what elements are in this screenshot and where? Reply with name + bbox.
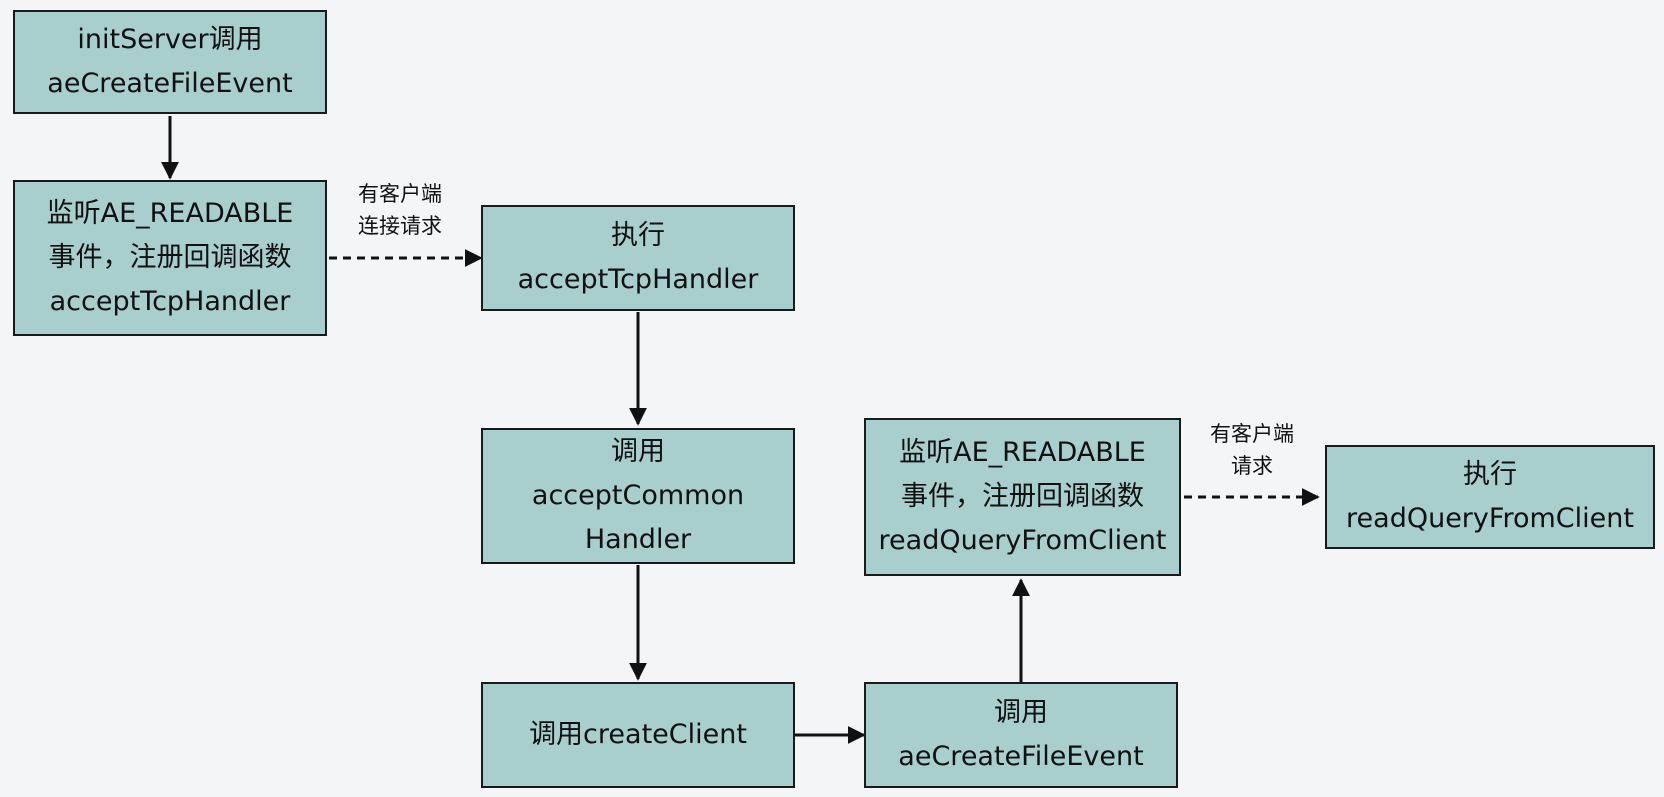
node-listen-read: 监听AE_READABLE 事件，注册回调函数 readQueryFromCli… — [864, 418, 1181, 576]
node-listen-accept: 监听AE_READABLE 事件，注册回调函数 acceptTcpHandler — [13, 180, 327, 336]
node-init-server: initServer调用 aeCreateFileEvent — [13, 10, 327, 114]
node-call-create-client: 调用createClient — [481, 682, 795, 788]
node-exec-accept: 执行 acceptTcpHandler — [481, 205, 795, 311]
label-client-request: 有客户端 请求 — [1210, 422, 1294, 478]
node-exec-read: 执行 readQueryFromClient — [1325, 445, 1655, 549]
node-call-ae-create: 调用 aeCreateFileEvent — [864, 682, 1178, 788]
node-call-accept-common: 调用 acceptCommon Handler — [481, 428, 795, 564]
label-connect-request: 有客户端 连接请求 — [358, 182, 442, 238]
